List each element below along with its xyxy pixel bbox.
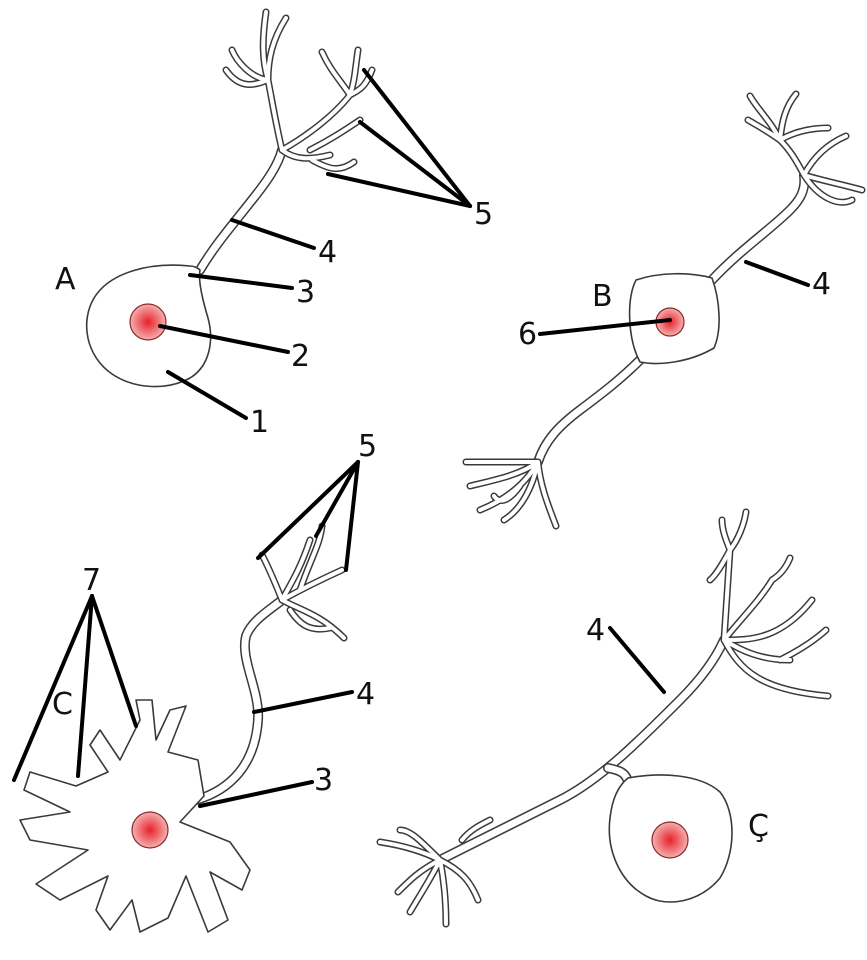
neuron-a-label-5: 5	[474, 197, 493, 232]
neuron-c-label-4: 4	[356, 677, 375, 712]
neuron-a-letter: A	[55, 262, 76, 297]
neuron-c-nucleus	[132, 812, 168, 848]
neuron-c-leader-7c	[92, 596, 136, 726]
neuron-c-label-3: 3	[314, 763, 333, 798]
neuron-a: A 1 2 3 4 5	[55, 12, 493, 440]
neuron-a-label-2: 2	[291, 339, 310, 374]
neuron-a-label-3: 3	[296, 275, 315, 310]
neuron-a-axon	[200, 150, 282, 270]
neuron-a-label-1: 1	[250, 405, 269, 440]
neuron-d-nucleus	[652, 822, 688, 858]
neuron-b-dendrite	[712, 175, 804, 280]
neuron-a-leader-3	[190, 275, 292, 288]
neuron-c-axon	[196, 600, 282, 800]
neuron-a-nucleus	[130, 304, 166, 340]
neuron-b-leader-4	[746, 262, 808, 285]
neuron-d-peripheral-branches	[710, 512, 828, 696]
neuron-b-label-6: 6	[518, 317, 537, 352]
neuron-d-label-4: 4	[586, 613, 605, 648]
neuron-c-leader-4	[254, 692, 352, 712]
neuron-c: C 7 5 4 3	[14, 429, 377, 932]
neuron-a-leader-1	[168, 372, 246, 418]
neuron-b-axon-terminals	[466, 462, 556, 526]
neuron-d: Ç 4	[380, 512, 828, 924]
neuron-c-cell-body	[20, 700, 250, 932]
neuron-b-label-4: 4	[812, 267, 831, 302]
neuron-d-leader-4	[610, 628, 664, 692]
neuron-b-letter: B	[592, 279, 613, 314]
neuron-b-axon	[538, 360, 640, 462]
neuron-a-label-4: 4	[318, 235, 337, 270]
neuron-c-letter: C	[52, 687, 73, 722]
neuron-a-terminal-branches	[226, 12, 372, 169]
neuron-b: B 6 4	[466, 94, 862, 526]
neuron-c-label-7: 7	[82, 563, 101, 598]
neuron-d-letter: Ç	[748, 809, 769, 844]
neuron-c-label-5: 5	[358, 429, 377, 464]
neuron-d-central-branches	[380, 820, 490, 924]
neuron-a-leader-4	[232, 220, 314, 248]
